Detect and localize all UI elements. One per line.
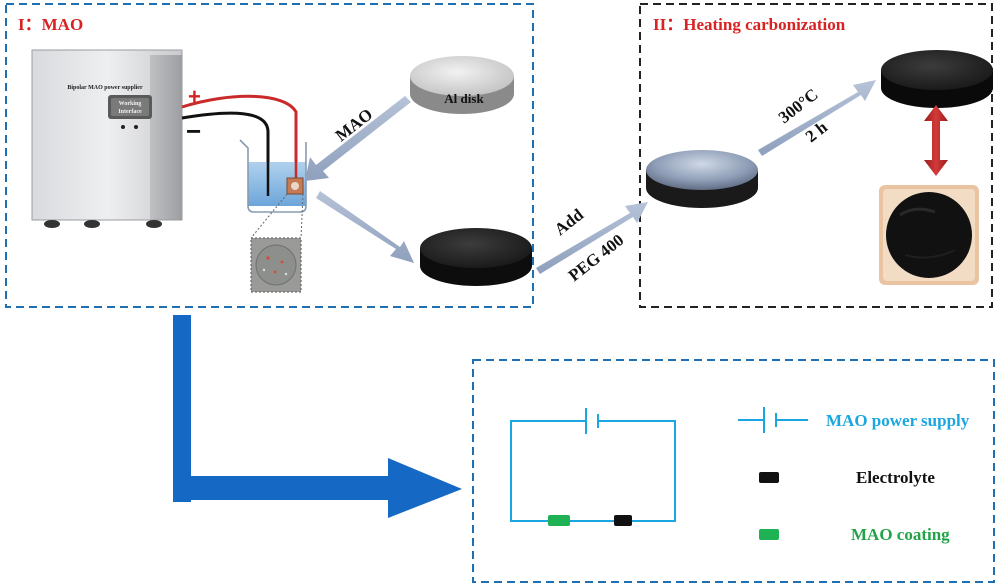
legend-power-supply: MAO power supply	[826, 411, 970, 430]
al-disk: Al disk	[410, 56, 514, 114]
legend-coating: MAO coating	[851, 525, 950, 544]
peg-coated-disk	[646, 150, 758, 208]
correspondence-double-arrow	[924, 105, 948, 176]
electrolyte-element	[614, 515, 632, 526]
red-wire	[181, 94, 298, 186]
add-peg-arrow	[536, 202, 648, 274]
sample-photo	[879, 185, 979, 285]
section2-title: II：Heating carbonization	[653, 15, 846, 34]
mao-arrow	[305, 96, 411, 181]
plus-sign: +	[188, 84, 201, 109]
power-terminal-icon	[121, 125, 125, 129]
power-panel-line1: Working	[119, 101, 142, 107]
electrolyte-legend-icon	[759, 472, 779, 483]
mao-coated-disk	[420, 228, 532, 286]
al-disk-label: Al disk	[444, 91, 484, 106]
power-supply-name: Bipolar MAO power supplier	[67, 85, 143, 91]
carbonized-disk	[881, 50, 993, 108]
section1-title: I：MAO	[18, 15, 83, 34]
legend: MAO power supply Electrolyte MAO coating	[738, 407, 970, 544]
minus-sign: −	[186, 116, 201, 146]
circuit-frame	[472, 359, 995, 583]
coating-legend-icon	[759, 529, 779, 540]
product-arrow	[316, 191, 414, 263]
section2-frame	[639, 3, 993, 308]
black-wire	[181, 111, 270, 178]
add-label: Add	[551, 205, 588, 240]
power-terminal-icon	[134, 125, 138, 129]
section1-frame	[5, 3, 534, 308]
heating-arrow	[758, 80, 876, 156]
legend-electrolyte: Electrolyte	[856, 468, 935, 487]
power-panel-line2: Interface	[118, 109, 142, 115]
mao-coating-element	[548, 515, 570, 526]
circuit-schematic	[510, 408, 676, 526]
coating-zoom-inset	[250, 237, 302, 293]
power-supply-unit: Bipolar MAO power supplier Working Inter…	[31, 49, 183, 228]
beaker	[239, 139, 307, 213]
big-flow-arrow	[173, 315, 462, 518]
time-label: 2 h	[802, 117, 832, 146]
